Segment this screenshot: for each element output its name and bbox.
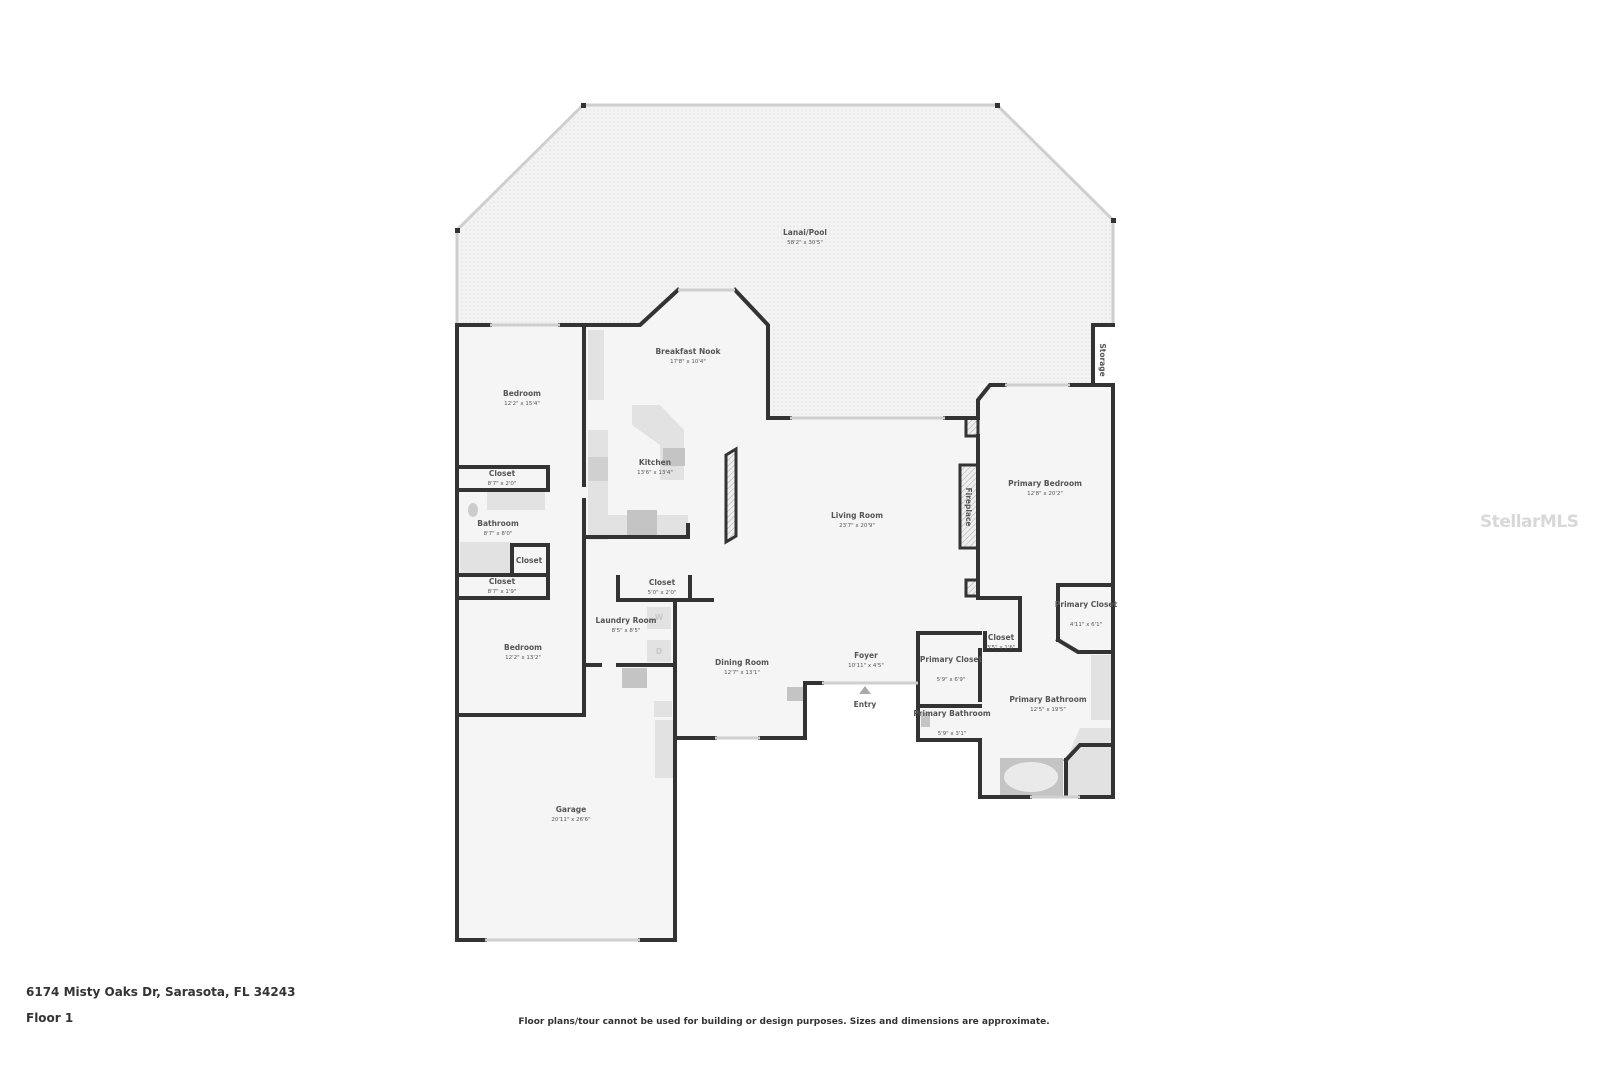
svg-text:Primary Bathroom: Primary Bathroom (1009, 695, 1087, 704)
room-dining: Dining Room 12'7" x 13'1" (715, 658, 769, 676)
lanai-screen (455, 103, 1115, 325)
room-closet-3: Closet 8'7" x 1'9" (488, 577, 517, 595)
room-primary-closet-1: Primary Closet 4'11" x 6'1" (1055, 600, 1118, 628)
svg-text:5'9" x 3'1": 5'9" x 3'1" (938, 731, 967, 737)
room-closet-4: Closet 5'0" x 2'0" (648, 578, 677, 596)
disclaimer: Floor plans/tour cannot be used for buil… (518, 1017, 1050, 1027)
svg-text:12'8" x 20'2": 12'8" x 20'2" (1027, 491, 1063, 497)
room-lanai-pool: Lanai/Pool 58'2" x 30'5" (783, 228, 827, 246)
room-kitchen: Kitchen 13'6" x 13'4" (637, 458, 673, 476)
lanai-corner-posts (455, 103, 1116, 233)
svg-text:Foyer: Foyer (854, 651, 878, 660)
entry-label: Entry (854, 700, 877, 709)
room-primary-closet-2: Primary Closet 5'9" x 6'9" (920, 655, 983, 683)
room-laundry: Laundry Room 8'5" x 8'5" (596, 616, 657, 634)
room-primary-bathroom: Primary Bathroom 12'5" x 19'5" (1009, 695, 1087, 713)
storage-label: Storage (1098, 343, 1107, 376)
svg-text:Bedroom: Bedroom (503, 389, 541, 398)
room-primary-bathroom-2: Primary Bathroom 5'9" x 3'1" (913, 709, 991, 737)
svg-text:Closet: Closet (988, 633, 1015, 642)
svg-text:10'11" x 4'5": 10'11" x 4'5" (848, 663, 884, 669)
windows (485, 288, 1080, 942)
entry-arrow-icon (859, 686, 871, 694)
room-bathroom: Bathroom 8'7" x 8'0" (477, 519, 519, 537)
svg-text:Kitchen: Kitchen (639, 458, 671, 467)
fireplace-label: Fireplace (964, 487, 973, 526)
interior-floor (457, 290, 1113, 940)
room-closet-1: Closet 8'7" x 2'0" (488, 469, 517, 487)
svg-text:12'5" x 19'5": 12'5" x 19'5" (1030, 707, 1066, 713)
svg-text:12'2" x 15'4": 12'2" x 15'4" (504, 401, 540, 407)
svg-text:Bedroom: Bedroom (504, 643, 542, 652)
svg-text:8'7" x 8'0": 8'7" x 8'0" (484, 531, 513, 537)
svg-text:Laundry Room: Laundry Room (596, 616, 657, 625)
svg-text:Lanai/Pool: Lanai/Pool (783, 228, 827, 237)
lanai-area (457, 105, 1113, 418)
svg-text:Primary Closet: Primary Closet (1055, 600, 1118, 609)
room-closet-5: Closet 3'5" x 1'6" (987, 633, 1016, 651)
room-primary-bedroom: Primary Bedroom 12'8" x 20'2" (1008, 479, 1082, 497)
walls (455, 287, 1115, 942)
svg-text:8'5" x 8'5": 8'5" x 8'5" (612, 628, 641, 634)
svg-text:12'2" x 13'2": 12'2" x 13'2" (505, 655, 541, 661)
svg-text:Primary Closet: Primary Closet (920, 655, 983, 664)
svg-text:4'11" x 6'1": 4'11" x 6'1" (1070, 622, 1102, 628)
svg-text:8'7" x 2'0": 8'7" x 2'0" (488, 481, 517, 487)
svg-text:Closet: Closet (489, 577, 516, 586)
room-breakfast-nook: Breakfast Nook 17'8" x 10'4" (655, 347, 721, 365)
svg-text:20'11" x 26'6": 20'11" x 26'6" (551, 817, 590, 823)
svg-text:Closet: Closet (649, 578, 676, 587)
svg-text:Living Room: Living Room (831, 511, 883, 520)
room-bedroom-1: Bedroom 12'2" x 15'4" (503, 389, 541, 407)
room-bedroom-2: Bedroom 12'2" x 13'2" (504, 643, 542, 661)
svg-text:Primary Bedroom: Primary Bedroom (1008, 479, 1082, 488)
svg-text:Garage: Garage (556, 805, 586, 814)
svg-text:Dining Room: Dining Room (715, 658, 769, 667)
svg-text:5'0" x 2'0": 5'0" x 2'0" (648, 590, 677, 596)
room-closet-2: Closet (516, 556, 543, 565)
room-living: Living Room 23'7" x 20'9" (831, 511, 883, 529)
watermark: StellarMLS (1480, 512, 1579, 532)
washer-label: W (655, 613, 664, 622)
svg-text:Closet: Closet (489, 469, 516, 478)
svg-text:23'7" x 20'9": 23'7" x 20'9" (839, 523, 875, 529)
room-garage: Garage 20'11" x 26'6" (551, 805, 590, 823)
dryer-label: D (656, 647, 662, 656)
room-foyer: Foyer 10'11" x 4'5" (848, 651, 884, 669)
svg-text:Primary Bathroom: Primary Bathroom (913, 709, 991, 718)
svg-text:Closet: Closet (516, 556, 543, 565)
floor-label: Floor 1 (26, 1011, 74, 1025)
svg-text:8'7" x 1'9": 8'7" x 1'9" (488, 589, 517, 595)
svg-text:5'9" x 6'9": 5'9" x 6'9" (937, 677, 966, 683)
svg-text:Bathroom: Bathroom (477, 519, 519, 528)
svg-text:13'6" x 13'4": 13'6" x 13'4" (637, 470, 673, 476)
room-labels: Lanai/Pool 58'2" x 30'5" Breakfast Nook 17… (477, 228, 1117, 823)
svg-text:3'5" x 1'6": 3'5" x 1'6" (987, 645, 1016, 651)
property-address: 6174 Misty Oaks Dr, Sarasota, FL 34243 (26, 985, 296, 999)
svg-text:12'7" x 13'1": 12'7" x 13'1" (724, 670, 760, 676)
svg-text:Breakfast Nook: Breakfast Nook (655, 347, 721, 356)
svg-text:58'2" x 30'5": 58'2" x 30'5" (787, 240, 823, 246)
svg-text:17'8" x 10'4": 17'8" x 10'4" (670, 359, 706, 365)
